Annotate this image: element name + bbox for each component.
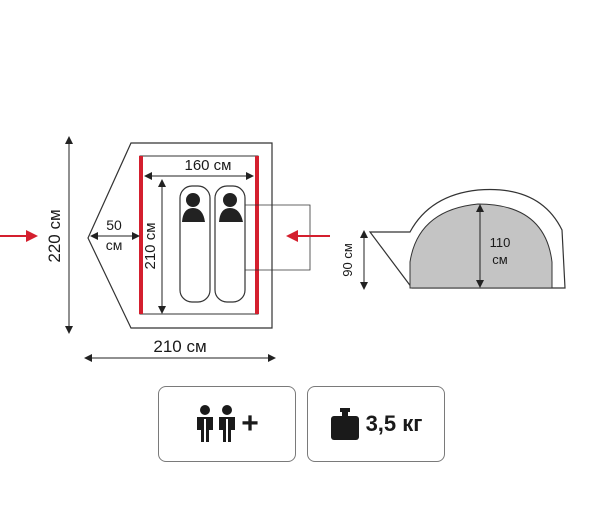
capacity-plus: + [241, 407, 259, 440]
label-vestibule-value: 50 [106, 217, 122, 233]
label-total-length: 220 см [45, 209, 64, 262]
capacity-badge: + [158, 386, 296, 462]
side-view: 110 см 90 см [340, 188, 566, 290]
inner-tent-right-wall [255, 156, 259, 314]
sleeping-bag-right [214, 185, 246, 303]
label-entrance-height: 90 см [340, 243, 355, 277]
weight-badge: 3,5 кг [307, 386, 445, 462]
sleeper-head-left [186, 193, 200, 207]
floor-plan: 160 см 210 см 50 см 220 см 210 см [0, 136, 330, 362]
sleeping-bag-left [179, 185, 211, 303]
weight-value: 3,5 кг [365, 411, 423, 436]
label-vestibule-unit: см [106, 237, 123, 253]
weight-icon [330, 408, 359, 440]
label-inner-height-value: 110 [490, 235, 511, 250]
inner-tent-left-wall [139, 156, 143, 314]
section-marker [245, 204, 311, 271]
label-inner-height-unit: см [492, 252, 508, 267]
sleeper-head-right [223, 193, 237, 207]
label-inner-length: 210 см [142, 222, 159, 269]
label-inner-width: 160 см [184, 157, 231, 174]
label-total-width: 210 см [153, 337, 206, 356]
two-persons-icon [197, 405, 236, 442]
